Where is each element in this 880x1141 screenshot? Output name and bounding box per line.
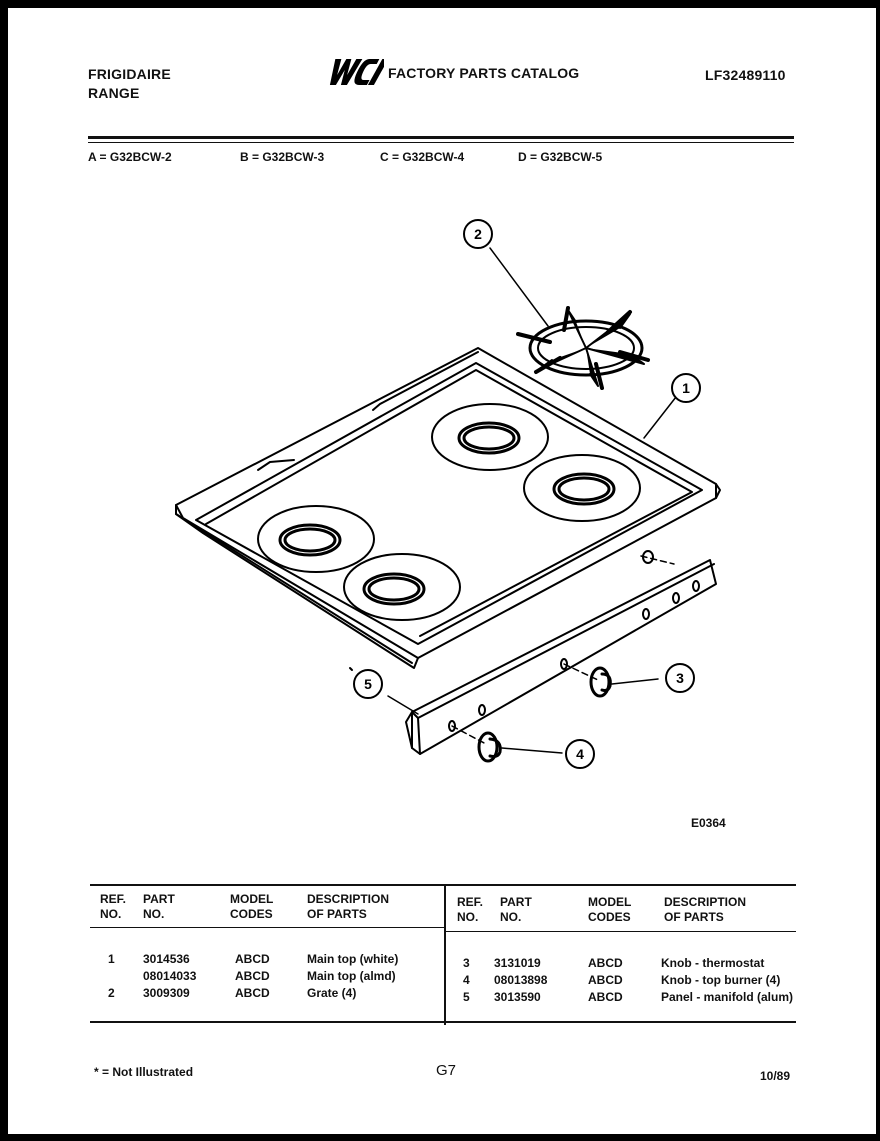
- table-top-rule: [90, 884, 796, 886]
- table-bottom-rule: [90, 1021, 796, 1023]
- callout-1: 1: [682, 380, 690, 396]
- table-row-4-model: ABCD: [588, 956, 623, 970]
- table-row-3-desc: Grate (4): [307, 986, 357, 1000]
- table-row-6-model: ABCD: [588, 990, 623, 1004]
- table-row-1-desc: Main top (white): [307, 952, 399, 966]
- table-left-header-rule: [90, 927, 444, 928]
- table-row-3-model: ABCD: [235, 986, 270, 1000]
- catalog-title: FACTORY PARTS CATALOG: [388, 65, 580, 81]
- knob-thermostat-part: [589, 666, 612, 698]
- table-row-3-ref: 2: [108, 986, 115, 1000]
- table-row-2-desc: Main top (almd): [307, 969, 396, 983]
- burner-rings: [278, 421, 616, 606]
- main-top-part: [175, 347, 721, 669]
- grate-part: [516, 306, 650, 390]
- right-header-part: PART NO.: [500, 895, 532, 924]
- leader-lines: [387, 247, 677, 754]
- table-row-6-desc: Panel - manifold (alum): [661, 990, 794, 1004]
- footnote: * = Not Illustrated: [94, 1065, 194, 1079]
- header-rule-thin: [88, 142, 794, 143]
- callout-circles: [353, 219, 701, 769]
- table-row-1-model: ABCD: [235, 952, 270, 966]
- parts-catalog-page: FRIGIDAIRE RANGE FACTORY PARTS CATALOG L…: [8, 8, 876, 1134]
- callout-4: 4: [576, 746, 584, 762]
- header-rule-thick: [88, 136, 794, 139]
- brand-line2: RANGE: [88, 85, 140, 101]
- thermostat-indicator: [642, 550, 654, 564]
- callout-3: 3: [676, 670, 684, 686]
- right-header-model: MODEL CODES: [588, 895, 632, 924]
- table-right-header-rule: [445, 931, 796, 932]
- table-row-5-part: 08013898: [494, 973, 548, 987]
- drawing-id: E0364: [691, 816, 726, 830]
- right-header-ref: REF. NO.: [457, 895, 484, 924]
- wci-logo: [329, 59, 384, 85]
- left-header-ref: REF. NO.: [100, 892, 127, 921]
- model-code-c: C = G32BCW-4: [380, 150, 465, 164]
- catalog-number: LF32489110: [705, 67, 786, 83]
- brand-line1: FRIGIDAIRE: [88, 66, 171, 82]
- catalog-date: 10/89: [760, 1069, 791, 1083]
- page-number: G7: [436, 1062, 457, 1079]
- model-code-d: D = G32BCW-5: [518, 150, 603, 164]
- model-code-b: B = G32BCW-3: [240, 150, 325, 164]
- burner-recesses: [257, 403, 641, 621]
- left-header-model: MODEL CODES: [230, 892, 274, 921]
- table-row-5-ref: 4: [463, 973, 470, 987]
- left-header-part: PART NO.: [143, 892, 175, 921]
- model-code-a: A = G32BCW-2: [88, 150, 172, 164]
- table-row-1-part: 3014536: [143, 952, 190, 966]
- table-row-4-ref: 3: [463, 956, 470, 970]
- callout-2: 2: [474, 226, 482, 242]
- table-row-6-ref: 5: [463, 990, 470, 1004]
- manifold-panel-part: [405, 555, 717, 755]
- table-row-2-model: ABCD: [235, 969, 270, 983]
- table-row-4-desc: Knob - thermostat: [661, 956, 765, 970]
- table-row-4-part: 3131019: [494, 956, 541, 970]
- table-row-5-model: ABCD: [588, 973, 623, 987]
- callout-5: 5: [364, 676, 372, 692]
- table-row-3-part: 3009309: [143, 986, 190, 1000]
- table-row-1-ref: 1: [108, 952, 115, 966]
- knob-top-burner-part: [477, 731, 502, 763]
- table-row-2-part: 08014033: [143, 969, 197, 983]
- exploded-parts-diagram: 2 1 3 4 5: [175, 219, 721, 769]
- table-row-6-part: 3013590: [494, 990, 541, 1004]
- table-divider: [444, 884, 446, 1025]
- table-row-5-desc: Knob - top burner (4): [661, 973, 781, 987]
- left-header-desc: DESCRIPTION OF PARTS: [307, 892, 390, 921]
- right-header-desc: DESCRIPTION OF PARTS: [664, 895, 747, 924]
